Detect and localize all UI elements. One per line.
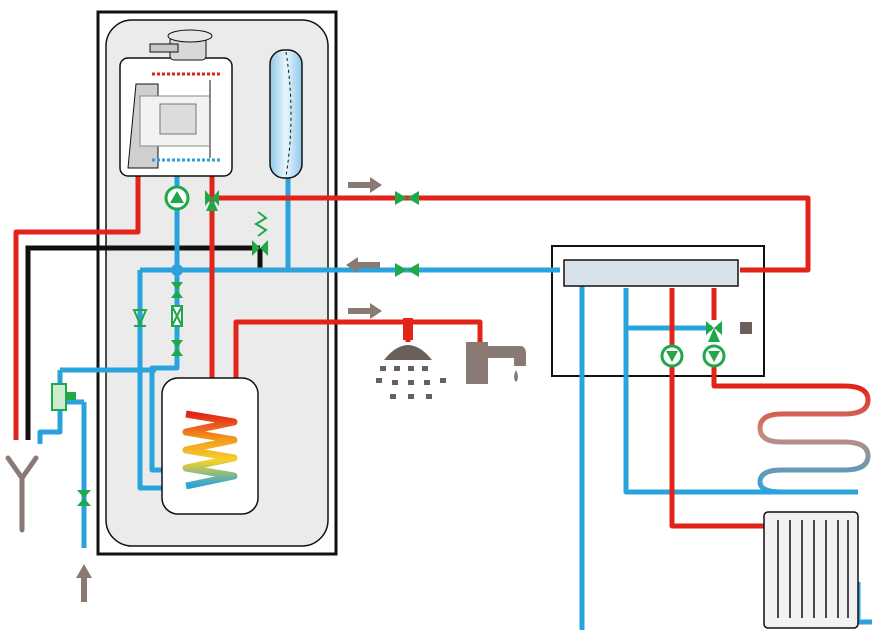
radiator-icon — [763, 511, 859, 629]
underfloor-pump[interactable] — [660, 344, 684, 368]
return-isolation-valve[interactable] — [395, 263, 419, 277]
cold-inlet-arrow-icon — [76, 564, 92, 602]
hot-water-cylinder-icon — [161, 377, 259, 515]
black-pipes — [25, 245, 263, 440]
mixing-valve-actuator[interactable] — [740, 322, 752, 334]
isolation-valve-icon[interactable] — [395, 191, 419, 205]
three-way-valve-boiler[interactable] — [205, 190, 219, 211]
radiator-pump[interactable] — [702, 344, 726, 368]
condensing-boiler-icon — [119, 29, 233, 177]
shower-head-icon — [376, 318, 446, 399]
safety-group-icon[interactable] — [51, 383, 76, 411]
expansion-vessel-icon — [269, 49, 303, 179]
inlet-valve[interactable] — [77, 490, 91, 506]
drain-funnel-icon — [5, 455, 39, 533]
flow-out-arrow-icon — [348, 177, 382, 193]
faucet-icon — [466, 342, 526, 384]
return-in-arrow-icon — [346, 257, 380, 273]
dhw-out-arrow-icon — [348, 303, 382, 319]
boiler-pump[interactable] — [164, 185, 190, 211]
junction-valve-stack[interactable] — [171, 264, 183, 356]
flow-arrows — [76, 177, 382, 602]
mixing-valve[interactable] — [706, 321, 722, 342]
safety-relief-valve[interactable] — [252, 211, 268, 256]
underfloor-heating-icon — [757, 383, 871, 495]
check-valve[interactable] — [132, 309, 148, 327]
manifold-bar — [563, 259, 739, 287]
